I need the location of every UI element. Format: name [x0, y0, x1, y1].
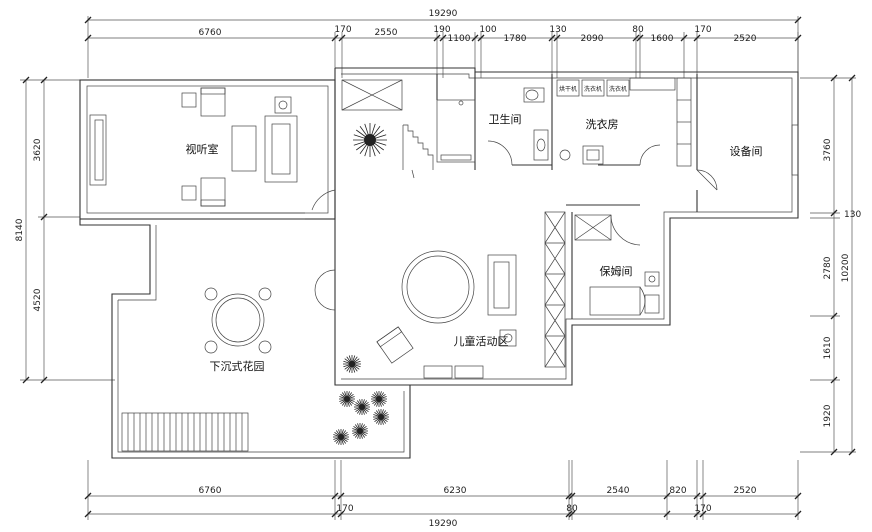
staircase	[402, 124, 434, 179]
dim-label: 3760	[823, 138, 833, 161]
armchair	[200, 87, 226, 117]
storage-cabinet-row	[544, 211, 566, 368]
dining-set	[204, 287, 272, 354]
bottom-total-dim: 19290	[429, 519, 458, 529]
door-swing	[610, 214, 641, 246]
plant-icon	[354, 399, 370, 415]
low-cabinet	[423, 365, 484, 379]
door-swing	[639, 144, 661, 166]
dim-label: 80	[632, 25, 644, 35]
tv-unit	[89, 114, 107, 186]
dim-label: 820	[669, 486, 686, 496]
washer-dryer	[556, 77, 676, 97]
door-swing	[696, 169, 718, 191]
bottom-dimension-lines	[84, 460, 802, 520]
top-dimension-lines	[84, 16, 802, 78]
lamp-table	[499, 329, 517, 347]
room-label-laundry: 洗衣房	[586, 117, 619, 131]
dim-label: 1100	[448, 34, 471, 44]
right-total-dim: 10200	[841, 253, 851, 282]
door-swing	[487, 140, 513, 166]
dim-label: 100	[479, 25, 496, 35]
dim-label: 1780	[504, 34, 527, 44]
appliance-label: 洗衣机	[609, 85, 627, 93]
dim-label: 2090	[581, 34, 604, 44]
dim-label: 6230	[444, 486, 467, 496]
dim-label: 130	[844, 210, 861, 220]
laundry-sink	[559, 145, 604, 165]
plant-icon	[373, 409, 389, 425]
left-dimension-lines	[20, 76, 115, 384]
room-label-nanny: 保姆间	[600, 264, 633, 278]
interior-walls	[436, 72, 698, 319]
garden-steps	[121, 412, 249, 452]
appliance-label: 洗衣机	[584, 85, 602, 93]
exterior-walls	[79, 67, 799, 459]
dim-label: 1610	[823, 336, 833, 359]
dim-label: 2540	[607, 486, 630, 496]
dim-label: 80	[566, 504, 578, 514]
dim-label: 2780	[823, 256, 833, 279]
dim-label: 3620	[33, 138, 43, 161]
dim-label: 170	[334, 25, 351, 35]
dim-label: 170	[694, 25, 711, 35]
coffee-table	[231, 125, 257, 172]
plant-icon	[353, 123, 387, 157]
side-table	[181, 92, 197, 108]
dim-label: 170	[694, 504, 711, 514]
plant-icon	[333, 429, 349, 445]
dim-label: 1600	[651, 34, 674, 44]
right-dimension-lines	[800, 74, 856, 456]
nightstand	[644, 271, 660, 314]
top-total-dim: 19290	[429, 9, 458, 19]
bed	[589, 286, 646, 316]
plant-icon	[352, 423, 368, 439]
room-label-media: 视听室	[186, 142, 219, 156]
plant-icon	[371, 391, 387, 407]
storage-box	[341, 79, 403, 111]
cabinet	[676, 77, 692, 167]
dim-label: 1920	[823, 404, 833, 427]
window	[791, 124, 799, 176]
dim-label: 2550	[375, 28, 398, 38]
dim-label: 170	[336, 504, 353, 514]
top-segment-labels: 6760 170 2550 190 1100 100 1780 130 2090…	[199, 25, 757, 44]
dim-label: 6760	[199, 486, 222, 496]
side-table	[181, 185, 197, 201]
elevator-shaft	[436, 99, 476, 163]
plants	[333, 123, 389, 445]
plant-icon	[343, 355, 361, 373]
dim-label: 6760	[199, 28, 222, 38]
bottom-segment-labels: 6760 170 6230 80 2540 820 2520 170	[199, 486, 757, 514]
wardrobe	[574, 214, 612, 241]
sink	[533, 129, 549, 161]
sofa	[487, 254, 517, 316]
room-label-garden: 下沉式花园	[210, 360, 265, 373]
toilet	[523, 87, 545, 103]
dim-label: 4520	[33, 288, 43, 311]
dim-label: 190	[433, 25, 450, 35]
room-label-equipment: 设备间	[730, 144, 763, 158]
plant-icon	[339, 391, 355, 407]
armchair	[200, 177, 226, 207]
double-door	[311, 189, 336, 311]
room-label-bathroom: 卫生间	[489, 112, 522, 126]
armchair	[376, 326, 414, 364]
dim-label: 130	[549, 25, 566, 35]
appliance-label: 烘干机	[559, 85, 577, 93]
left-total-dim: 8140	[15, 218, 25, 241]
lamp-table	[274, 96, 292, 114]
dim-label: 2520	[734, 486, 757, 496]
round-rug	[401, 250, 475, 324]
room-label-kids-area: 儿童活动区	[454, 334, 509, 348]
dim-label: 2520	[734, 34, 757, 44]
sofa	[264, 115, 298, 183]
